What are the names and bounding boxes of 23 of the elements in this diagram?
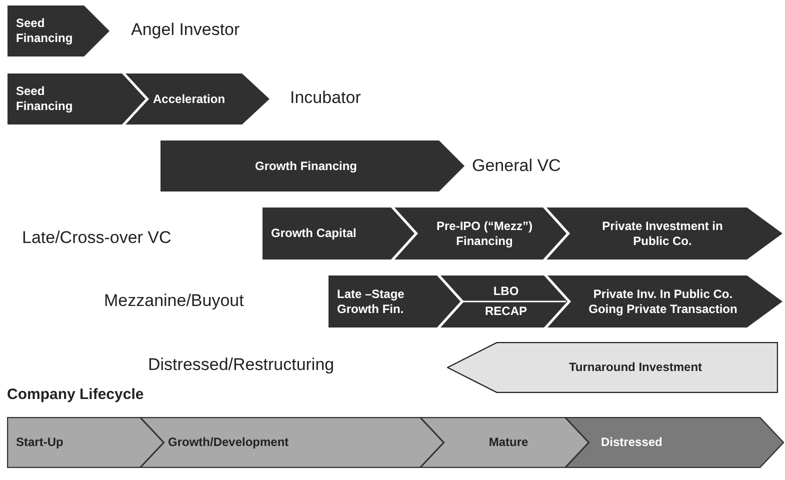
segment-label: RECAP — [484, 304, 528, 318]
row-label: Incubator — [290, 88, 361, 108]
segment-label: Late –Stage Growth Fin. — [337, 286, 406, 316]
segment-label: Growth/Development — [168, 435, 289, 450]
row-label: Late/Cross-over VC — [22, 228, 172, 248]
segment-label: Pre-IPO (“Mezz”) Financing — [435, 218, 534, 248]
section-heading: Company Lifecycle — [7, 386, 144, 403]
row-label: Distressed/Restructuring — [148, 355, 334, 375]
segment-label: Acceleration — [153, 92, 226, 106]
segment-label: Mature — [488, 435, 528, 450]
row-label: General VC — [472, 156, 561, 176]
row-label: Mezzanine/Buyout — [104, 291, 244, 311]
segment-label: Start-Up — [16, 435, 64, 450]
segment-label: Seed Financing — [16, 84, 74, 114]
segment-label: LBO — [492, 284, 520, 298]
segment-label: Private Inv. In Public Co. Going Private Transaction — [588, 286, 738, 316]
row-label: Angel Investor — [131, 20, 240, 40]
segment-label: Turnaround Investment — [568, 360, 702, 375]
segment-label: Private Investment in Public Co. — [601, 218, 724, 248]
segment-label: Seed Financing — [16, 16, 74, 46]
segment-label: Growth Capital — [271, 226, 356, 241]
segment-label: Growth Financing — [255, 158, 357, 174]
segment-label: Distressed — [601, 435, 662, 450]
